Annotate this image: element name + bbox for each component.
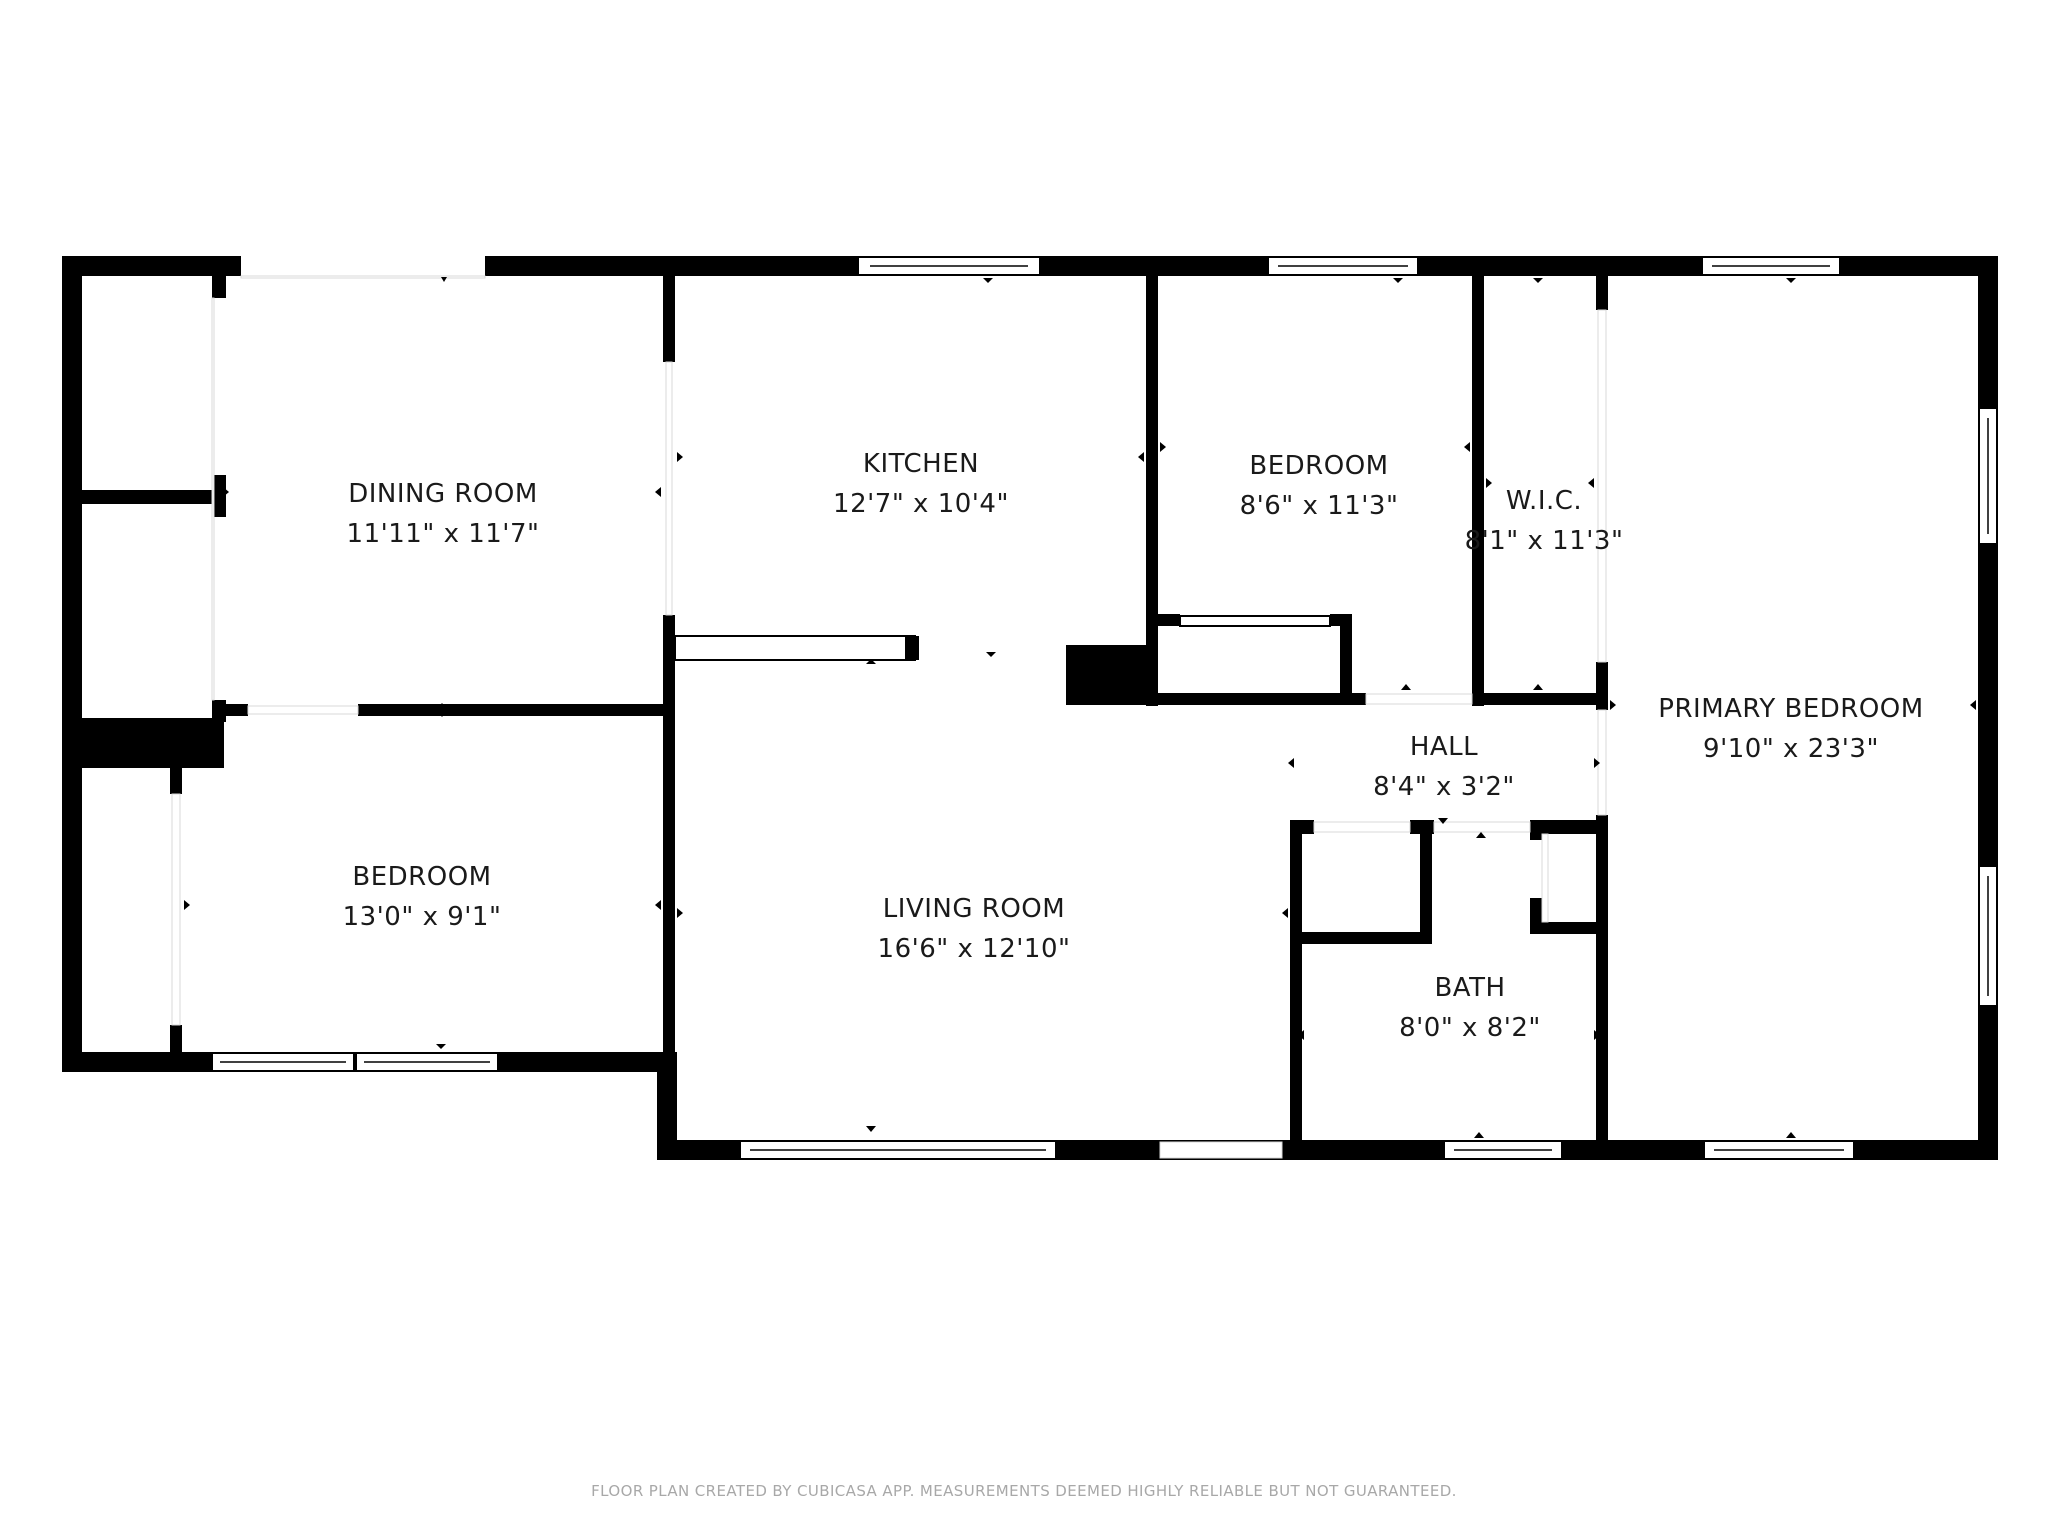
wall-closet-bed-top — [170, 768, 182, 794]
wall-bath-closet-bottom — [1290, 932, 1432, 944]
dimension-markers — [184, 277, 1976, 1138]
wall-bedroom-wic — [1472, 276, 1484, 706]
bath-size: 8'0" x 8'2" — [1399, 1013, 1541, 1043]
room-labels: DINING ROOM 11'11" x 11'7" KITCHEN 12'7"… — [343, 449, 1924, 1043]
opening-dining-bedroom — [247, 705, 359, 715]
opening-bath-nook — [1541, 833, 1549, 923]
openings — [171, 275, 1607, 1159]
bedroom-upper-size: 8'6" x 11'3" — [1240, 491, 1399, 521]
wall-dining-bedroom-a — [222, 704, 248, 716]
wic-name: W.I.C. — [1506, 486, 1582, 516]
bed-closet-shelf — [1179, 615, 1331, 627]
wall-dining-kitchen — [663, 276, 675, 362]
wall-bed-closet-top-right — [1330, 614, 1352, 626]
kitchen-counter-end — [905, 636, 919, 660]
wic-size: 8'1" x 11'3" — [1465, 526, 1624, 556]
opening-bedroom-hall — [1365, 693, 1473, 705]
wall-kitchen-bedroom — [1146, 276, 1158, 706]
wall-bath-right-nook-c — [1530, 898, 1542, 934]
opening-bath-closet — [1313, 821, 1411, 833]
wall-bath-top-right — [1530, 820, 1608, 834]
wall-closet-dining — [212, 276, 226, 298]
wall-right — [1978, 256, 1998, 1160]
living-room-size: 16'6" x 12'10" — [878, 934, 1071, 964]
bedroom-upper-name: BEDROOM — [1249, 451, 1388, 481]
living-room-name: LIVING ROOM — [883, 894, 1065, 924]
wall-dining-bedroom-b — [358, 704, 670, 716]
opening-living-door — [1159, 1141, 1283, 1159]
wall-closet-bed-bot — [170, 1025, 182, 1055]
bath-name: BATH — [1434, 973, 1505, 1003]
opening-dining-kitchen — [665, 361, 673, 616]
wall-wic-primary-top — [1596, 276, 1608, 310]
wall-closet-dining-mid — [212, 475, 226, 517]
wall-living-step — [657, 1052, 677, 1160]
primary-bedroom-name: PRIMARY BEDROOM — [1658, 694, 1923, 724]
opening-bath-door — [1433, 821, 1531, 833]
wall-hall-primary — [1596, 815, 1608, 1160]
wall-closet-divider — [62, 490, 222, 504]
wall-bedroom-living — [663, 615, 675, 1060]
wall-left — [62, 256, 82, 1072]
footer-disclaimer: FLOOR PLAN CREATED BY CUBICASA APP. MEAS… — [591, 1482, 1457, 1500]
wall-bed-closet-side — [1340, 614, 1352, 694]
wall-bed-closet-top-left — [1158, 614, 1180, 626]
wall-bath-right-nook-b — [1530, 922, 1608, 934]
wall-top-left — [62, 256, 241, 276]
wall-bath-closet-side — [1420, 820, 1432, 944]
wall-bath-right-nook-a — [1530, 834, 1542, 840]
dining-room-size: 11'11" x 11'7" — [347, 519, 540, 549]
wall-closet-block — [82, 718, 224, 768]
wall-wic-bottom — [1472, 693, 1602, 705]
dining-room-name: DINING ROOM — [348, 479, 538, 509]
hall-name: HALL — [1410, 732, 1478, 762]
kitchen-size: 12'7" x 10'4" — [833, 489, 1009, 519]
wall-pillar — [1066, 645, 1158, 705]
bedroom-lower-name: BEDROOM — [352, 862, 491, 892]
wall-bath-left — [1290, 820, 1302, 1160]
primary-bedroom-size: 9'10" x 23'3" — [1703, 734, 1879, 764]
kitchen-counter — [674, 635, 916, 661]
opening-bed-closet — [171, 793, 181, 1026]
wall-bed-closet-bottom — [1146, 693, 1366, 705]
wall-wic-primary-bot — [1596, 662, 1608, 710]
opening-wic-primary — [1597, 309, 1607, 663]
opening-dining-top — [240, 275, 486, 279]
bedroom-lower-size: 13'0" x 9'1" — [343, 902, 502, 932]
windows — [211, 256, 1998, 1160]
hall-size: 8'4" x 3'2" — [1373, 772, 1515, 802]
kitchen-name: KITCHEN — [863, 449, 979, 479]
opening-dining-closet — [211, 297, 215, 701]
